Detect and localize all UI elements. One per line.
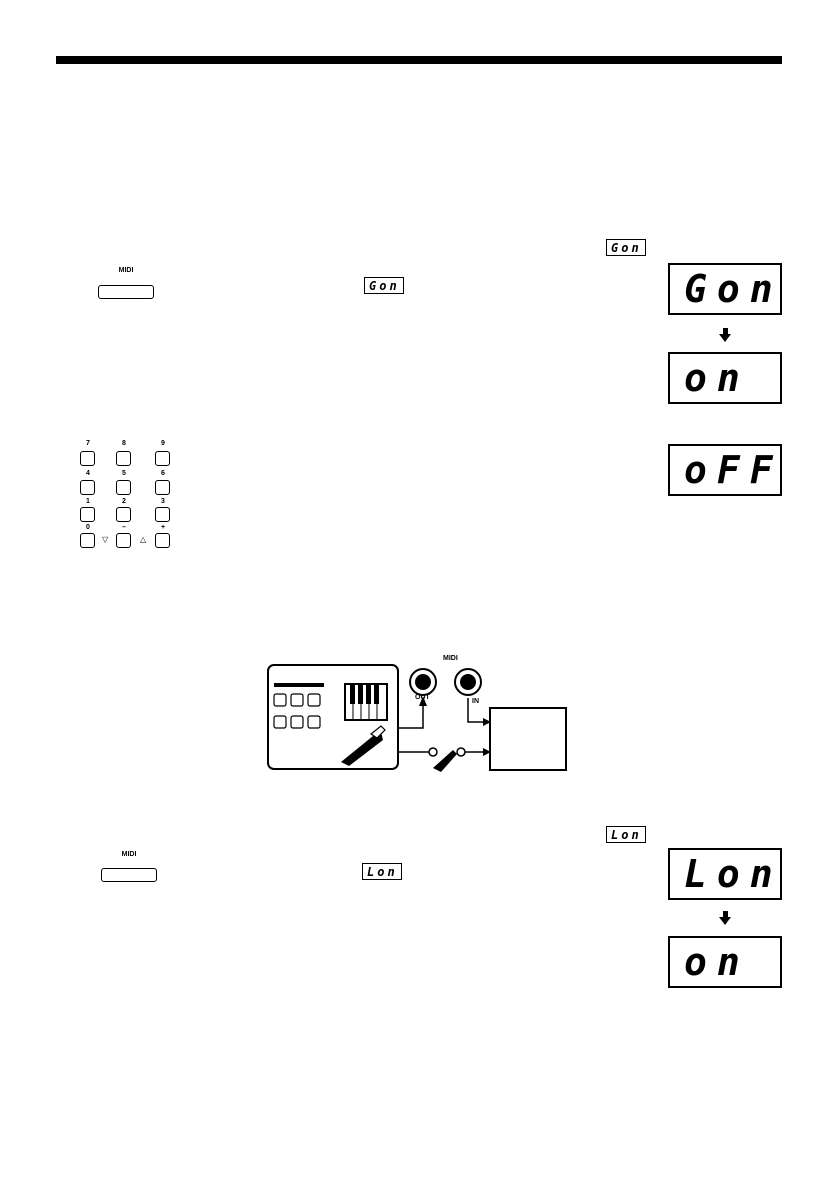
key-7[interactable] xyxy=(80,451,95,466)
inline-display-lon-top: Lon xyxy=(606,826,646,843)
in-label: IN xyxy=(472,698,479,705)
key-4[interactable] xyxy=(80,480,95,495)
key-label: + xyxy=(160,524,166,531)
panel-button xyxy=(307,715,321,729)
midi-button-2[interactable] xyxy=(101,868,157,882)
key-label: 9 xyxy=(161,440,165,447)
panel-button xyxy=(290,693,304,707)
connection-diagram-svg: OUT IN MIDI xyxy=(267,655,567,772)
lcd-display-on: on xyxy=(668,352,782,404)
key-minus[interactable] xyxy=(116,533,131,548)
key-label: 5 xyxy=(122,470,126,477)
key-label: 8 xyxy=(122,440,126,447)
key-label: 2 xyxy=(122,498,126,505)
key-label: – xyxy=(122,524,126,531)
arrow-down-icon xyxy=(719,328,731,342)
down-triangle-icon: ▽ xyxy=(102,535,109,544)
key-label: 4 xyxy=(86,470,90,477)
inline-display-gon-top: Gon xyxy=(606,239,646,256)
panel-button xyxy=(307,693,321,707)
midi-out-jack xyxy=(409,668,437,696)
key-2[interactable] xyxy=(116,507,131,522)
key-5[interactable] xyxy=(116,480,131,495)
key-6[interactable] xyxy=(155,480,170,495)
midi-in-jack xyxy=(454,668,482,696)
midi-button[interactable] xyxy=(98,285,154,299)
key-1[interactable] xyxy=(80,507,95,522)
hand-pressing-icon xyxy=(341,725,386,766)
panel-button xyxy=(290,715,304,729)
key-label: 0 xyxy=(86,524,90,531)
lcd-display-gon: Gon xyxy=(668,263,782,315)
midi-connection-diagram: OUT IN MIDI xyxy=(265,640,585,780)
panel-button xyxy=(273,693,287,707)
key-label: 6 xyxy=(161,470,165,477)
piano-keys-icon xyxy=(344,683,388,721)
switch-lever-icon xyxy=(433,750,457,772)
key-label: 7 xyxy=(86,440,90,447)
lcd-display-lon: Lon xyxy=(668,848,782,900)
key-label: 1 xyxy=(86,498,90,505)
up-triangle-icon: △ xyxy=(140,535,147,544)
lcd-display-off: oFF xyxy=(668,444,782,496)
header-rule xyxy=(56,56,782,64)
key-label: 3 xyxy=(161,498,165,505)
midi-label: MIDI xyxy=(443,655,458,662)
arrow-down-icon xyxy=(719,911,731,925)
inline-display-lon-mid: Lon xyxy=(362,863,402,880)
out-cable xyxy=(398,702,424,729)
key-9[interactable] xyxy=(155,451,170,466)
key-8[interactable] xyxy=(116,451,131,466)
key-plus[interactable] xyxy=(155,533,170,548)
inline-display-gon-mid: Gon xyxy=(364,277,404,294)
panel-strip xyxy=(274,683,324,687)
midi-button-label: MIDI xyxy=(121,851,137,858)
external-device xyxy=(489,707,567,771)
key-3[interactable] xyxy=(155,507,170,522)
lcd-display-on-2: on xyxy=(668,936,782,988)
panel-button xyxy=(273,715,287,729)
midi-button-label: MIDI xyxy=(118,267,134,274)
in-cable xyxy=(467,698,487,723)
key-0[interactable] xyxy=(80,533,95,548)
numeric-keypad: 7 8 9 4 5 6 1 2 3 0 ▽ – △ + xyxy=(80,440,180,550)
